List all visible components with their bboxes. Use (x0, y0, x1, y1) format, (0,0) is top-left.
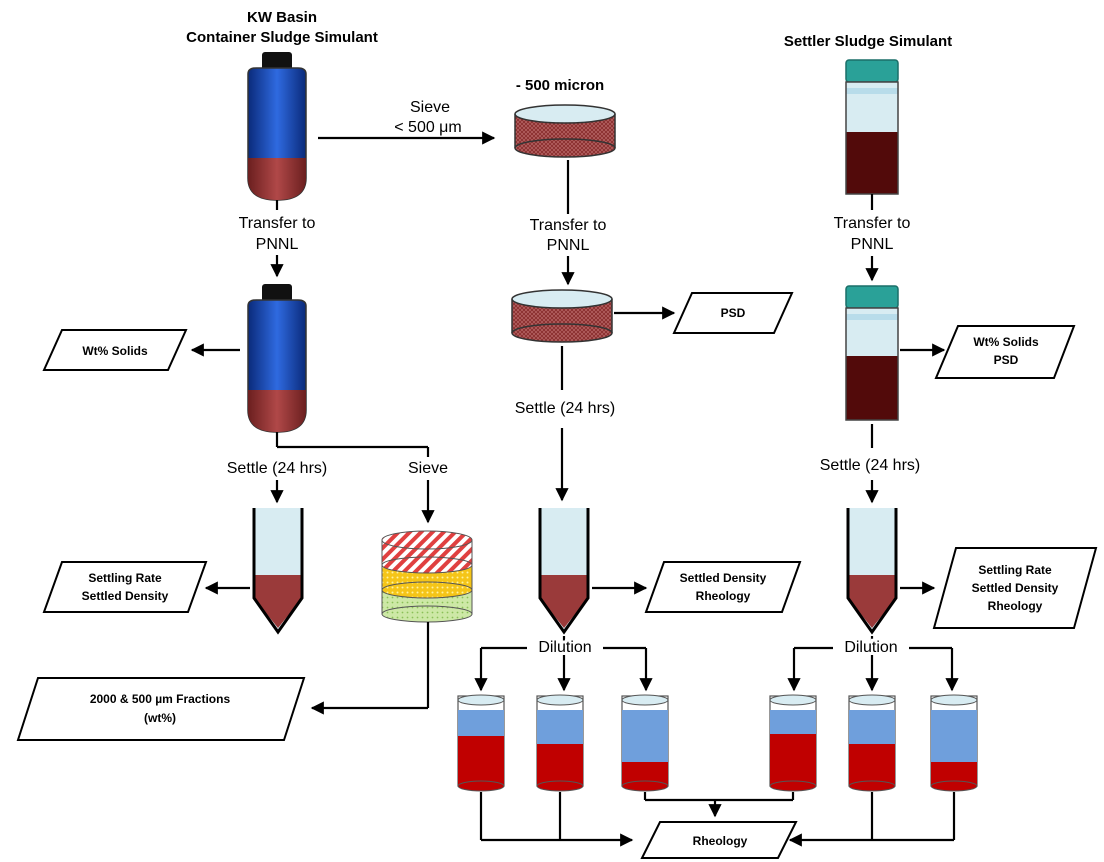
psd-output-box (672, 292, 794, 334)
final-rheology-output-box (640, 821, 798, 859)
dilution-tube-4-icon (769, 694, 817, 792)
sieve-stack-icon (381, 530, 473, 623)
kw-title-line1: KW Basin (247, 9, 317, 26)
sieve-top-label: Sieve (410, 99, 450, 116)
settling-rate-label-right: Settling Rate (978, 563, 1052, 577)
wt-solids-output-box (42, 329, 188, 371)
settling-cone-mid-icon (538, 508, 590, 635)
rheology-label-mid: Rheology (696, 589, 751, 603)
settling-cone-left-icon (252, 508, 304, 635)
transfer-label-mid: Transfer to (530, 217, 607, 234)
kw-title-line2: Container Sludge Simulant (186, 29, 378, 46)
settle-label-mid: Settle (24 hrs) (515, 400, 615, 417)
transfer-label-right: Transfer to (834, 215, 911, 232)
micron-title: - 500 micron (516, 77, 604, 94)
dilution-tube-2-icon (536, 694, 584, 792)
settling-rate-label: Settling Rate (88, 571, 162, 585)
sieve-label: Sieve (408, 460, 448, 477)
settled-density-label-mid: Settled Density (680, 571, 767, 585)
kw-bottle-pnnl-icon (247, 284, 307, 433)
pnnl-label-mid: PNNL (547, 237, 590, 254)
settled-density-label-right: Settled Density (972, 581, 1059, 595)
wt-solids-psd-output-box (934, 325, 1076, 379)
settling-cone-right-icon (846, 508, 898, 635)
dilution-label-mid: Dilution (538, 639, 591, 656)
sieved-dish-icon (514, 104, 616, 158)
fractions-output-box (16, 677, 306, 741)
sieved-dish-pnnl-icon (511, 289, 613, 343)
settle-label-right: Settle (24 hrs) (820, 457, 920, 474)
settler-title: Settler Sludge Simulant (784, 33, 952, 50)
settler-tube-icon (845, 59, 899, 195)
settler-tube-pnnl-icon (845, 285, 899, 421)
kw-bottle-icon (247, 52, 307, 201)
sieve-size-label: < 500 μm (394, 119, 461, 136)
wt-solids-label: Wt% Solids (82, 344, 148, 358)
settling-rate-output-box (42, 561, 208, 613)
psd-label-right: PSD (994, 353, 1019, 367)
wt-solids-label-right: Wt% Solids (973, 335, 1039, 349)
fractions-label-line1: 2000 & 500 µm Fractions (90, 692, 231, 706)
transfer-label-left: Transfer to (239, 215, 316, 232)
pnnl-label-right: PNNL (851, 236, 894, 253)
final-rheology-label: Rheology (693, 834, 748, 848)
dilution-tube-3-icon (621, 694, 669, 792)
settle-label-left: Settle (24 hrs) (227, 460, 327, 477)
settled-density-label: Settled Density (82, 589, 169, 603)
settling-rate-rheology-output-box (932, 547, 1098, 629)
fractions-label-line2: (wt%) (144, 711, 176, 725)
dilution-tube-6-icon (930, 694, 978, 792)
psd-label: PSD (721, 306, 746, 320)
rheology-label-right: Rheology (988, 599, 1043, 613)
pnnl-label-left: PNNL (256, 236, 299, 253)
settled-density-rheology-output-box (644, 561, 802, 613)
dilution-tube-1-icon (457, 694, 505, 792)
dilution-tube-5-icon (848, 694, 896, 792)
dilution-label-right: Dilution (844, 639, 897, 656)
